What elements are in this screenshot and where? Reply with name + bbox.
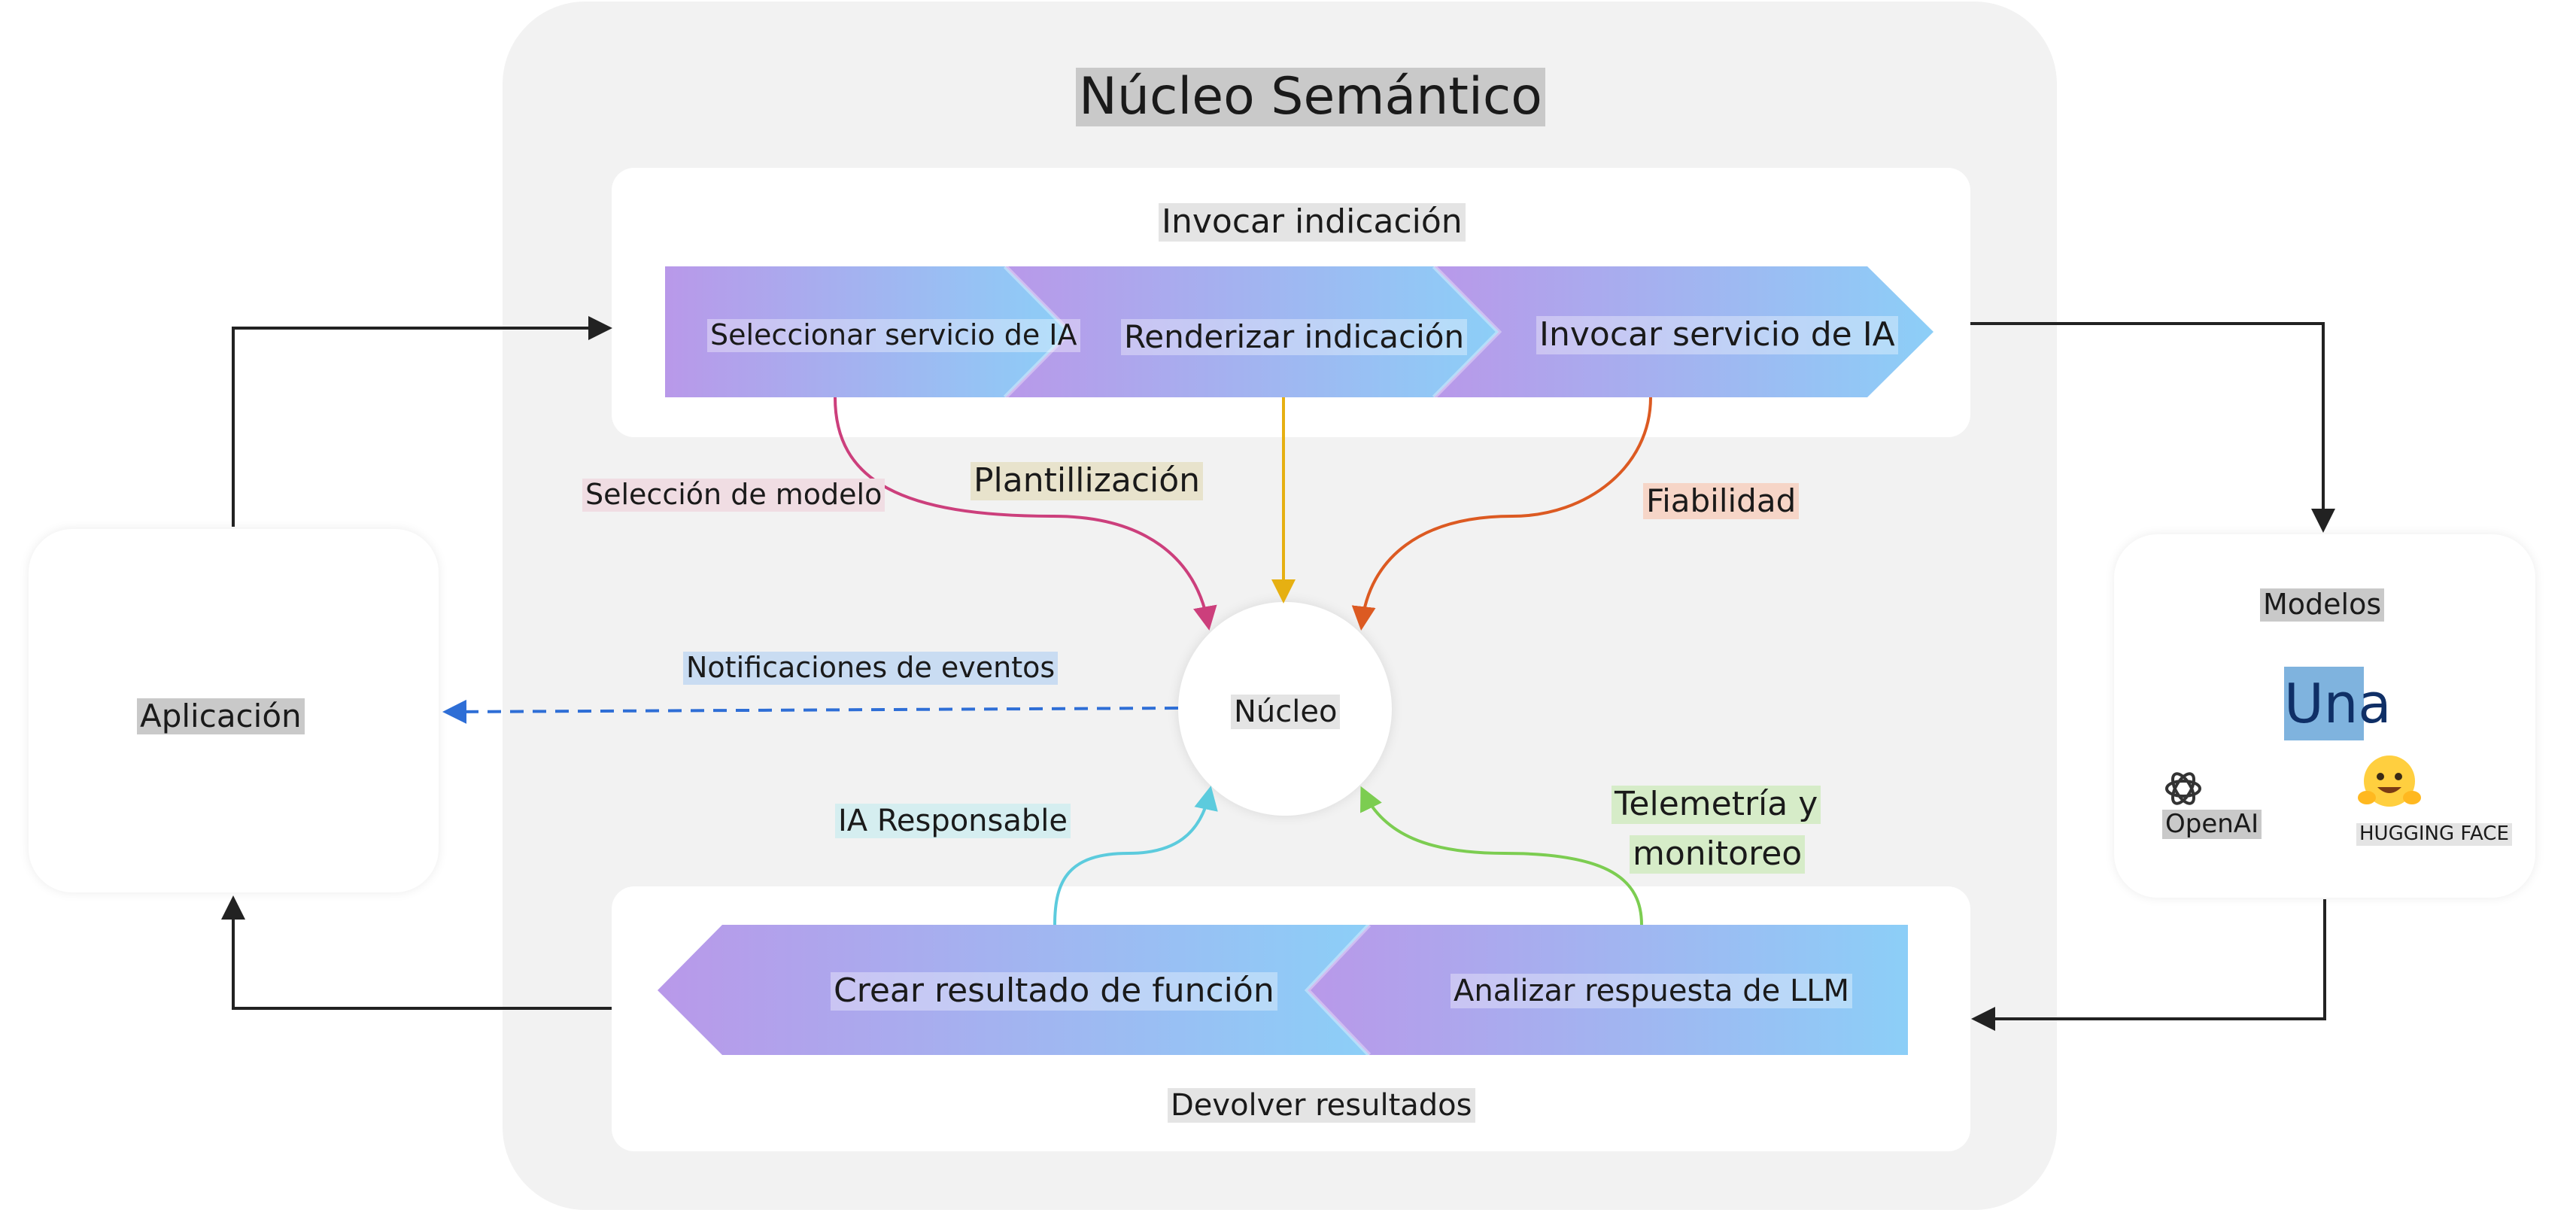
connector-model-selection — [834, 397, 1217, 631]
return-results-label: Devolver resultados — [1168, 1088, 1475, 1123]
render-prompt-label: Renderizar indicación — [1121, 318, 1468, 356]
openai-label: OpenAI — [2162, 809, 2262, 840]
parse-llm-response-label: Analizar respuesta de LLM — [1451, 974, 1853, 1008]
models-logo: Una — [2284, 667, 2391, 740]
step-invoke-ai-service — [1434, 266, 1934, 397]
core-label: Núcleo — [1231, 695, 1341, 729]
telemetry-label-line2: monitoreo — [1630, 835, 1806, 874]
step-render-prompt — [1005, 266, 1499, 397]
create-function-result-label: Crear resultado de función — [831, 971, 1277, 1011]
return-results-pipeline — [658, 923, 1908, 1057]
responsible-ai-label: IA Responsable — [835, 804, 1071, 838]
flow-invoke-to-models — [1970, 322, 2335, 533]
step-select-ai-service — [665, 266, 1070, 397]
hugging-face-icon — [2358, 755, 2421, 807]
flow-models-to-results — [1971, 899, 2326, 1031]
invoke-prompt-pipeline — [665, 264, 1934, 400]
connector-event-notifications — [442, 699, 1179, 724]
invoke-ai-service-label: Invocar servicio de IA — [1536, 315, 1898, 354]
flow-app-to-invoke — [232, 316, 612, 527]
openai-icon — [2165, 772, 2201, 805]
invoke-prompt-label: Invocar indicación — [1159, 202, 1466, 242]
model-selection-label: Selección de modelo — [582, 478, 886, 512]
connector-telemetry — [1360, 786, 1643, 926]
reliability-label: Fiabilidad — [1643, 482, 1800, 520]
event-notifications-label: Notificaciones de eventos — [683, 651, 1059, 685]
connector-responsible-ai — [1053, 786, 1218, 926]
step-parse-llm-response — [1308, 925, 1908, 1055]
flow-results-to-app — [221, 895, 612, 1010]
telemetry-label-line1: Telemetría y — [1612, 785, 1821, 824]
hugging-face-label: HUGGING FACE — [2356, 822, 2512, 846]
models-label: Modelos — [2260, 588, 2385, 622]
connector-reliability — [1351, 397, 1652, 631]
step-create-function-result — [658, 925, 1369, 1055]
select-ai-service-label: Seleccionar servicio de IA — [707, 318, 1080, 352]
templating-label: Plantillización — [971, 461, 1204, 500]
application-label: Aplicación — [137, 698, 305, 735]
diagram-title: Núcleo Semántico — [1076, 67, 1545, 127]
